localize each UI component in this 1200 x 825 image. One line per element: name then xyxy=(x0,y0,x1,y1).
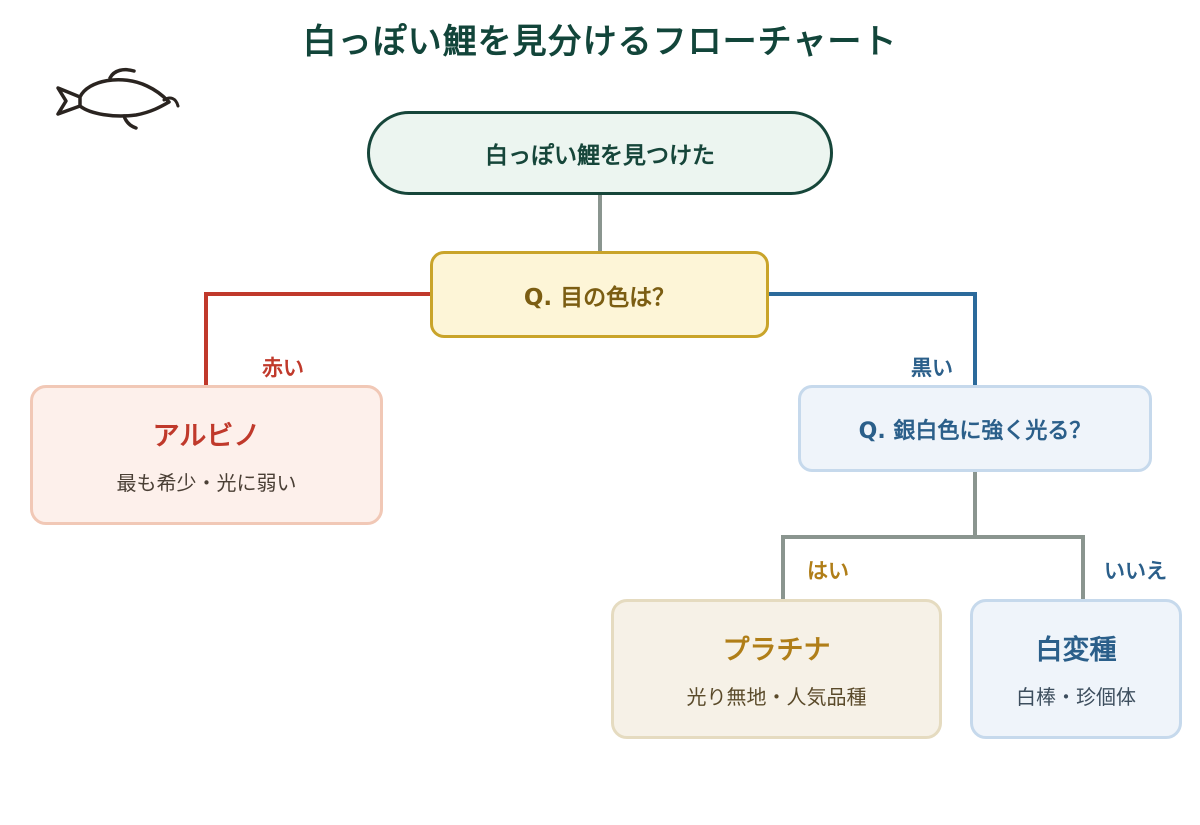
question-eye-color-node: Q. 目の色は？ xyxy=(430,251,769,338)
branch-label-no: いいえ xyxy=(1104,559,1167,583)
result-henshu-desc: 白棒・珍個体 xyxy=(1016,685,1136,709)
result-platina-desc: 光り無地・人気品種 xyxy=(686,685,867,709)
result-platina-name: プラチナ xyxy=(722,635,831,666)
start-label: 白っぽい鯉を見つけた xyxy=(485,143,715,169)
start-node: 白っぽい鯉を見つけた xyxy=(367,111,833,195)
branch-label-red: 赤い xyxy=(262,356,304,380)
result-henshu-node: 白変種 白棒・珍個体 xyxy=(970,599,1182,739)
result-albino-desc: 最も希少・光に弱い xyxy=(116,471,297,495)
result-henshu-name: 白変種 xyxy=(1035,635,1117,666)
branch-label-yes: はい xyxy=(807,559,849,583)
result-albino-node: アルビノ 最も希少・光に弱い xyxy=(30,385,383,525)
question-eye-color-label: Q. 目の色は？ xyxy=(523,284,676,311)
question-silver-shine-node: Q. 銀白色に強く光る？ xyxy=(798,385,1152,472)
branch-label-black: 黒い xyxy=(911,356,953,380)
connector-q2-branches xyxy=(781,535,1085,599)
koi-fish-icon xyxy=(56,67,180,130)
result-albino-name: アルビノ xyxy=(152,421,261,452)
question-silver-shine-label: Q. 銀白色に強く光る？ xyxy=(858,418,1092,444)
connector-q1-q2 xyxy=(769,292,977,385)
flowchart-title: 白っぽい鯉を見分けるフローチャート xyxy=(302,22,898,62)
result-platina-node: プラチナ 光り無地・人気品種 xyxy=(611,599,942,739)
connector-q1-albino xyxy=(204,292,430,385)
